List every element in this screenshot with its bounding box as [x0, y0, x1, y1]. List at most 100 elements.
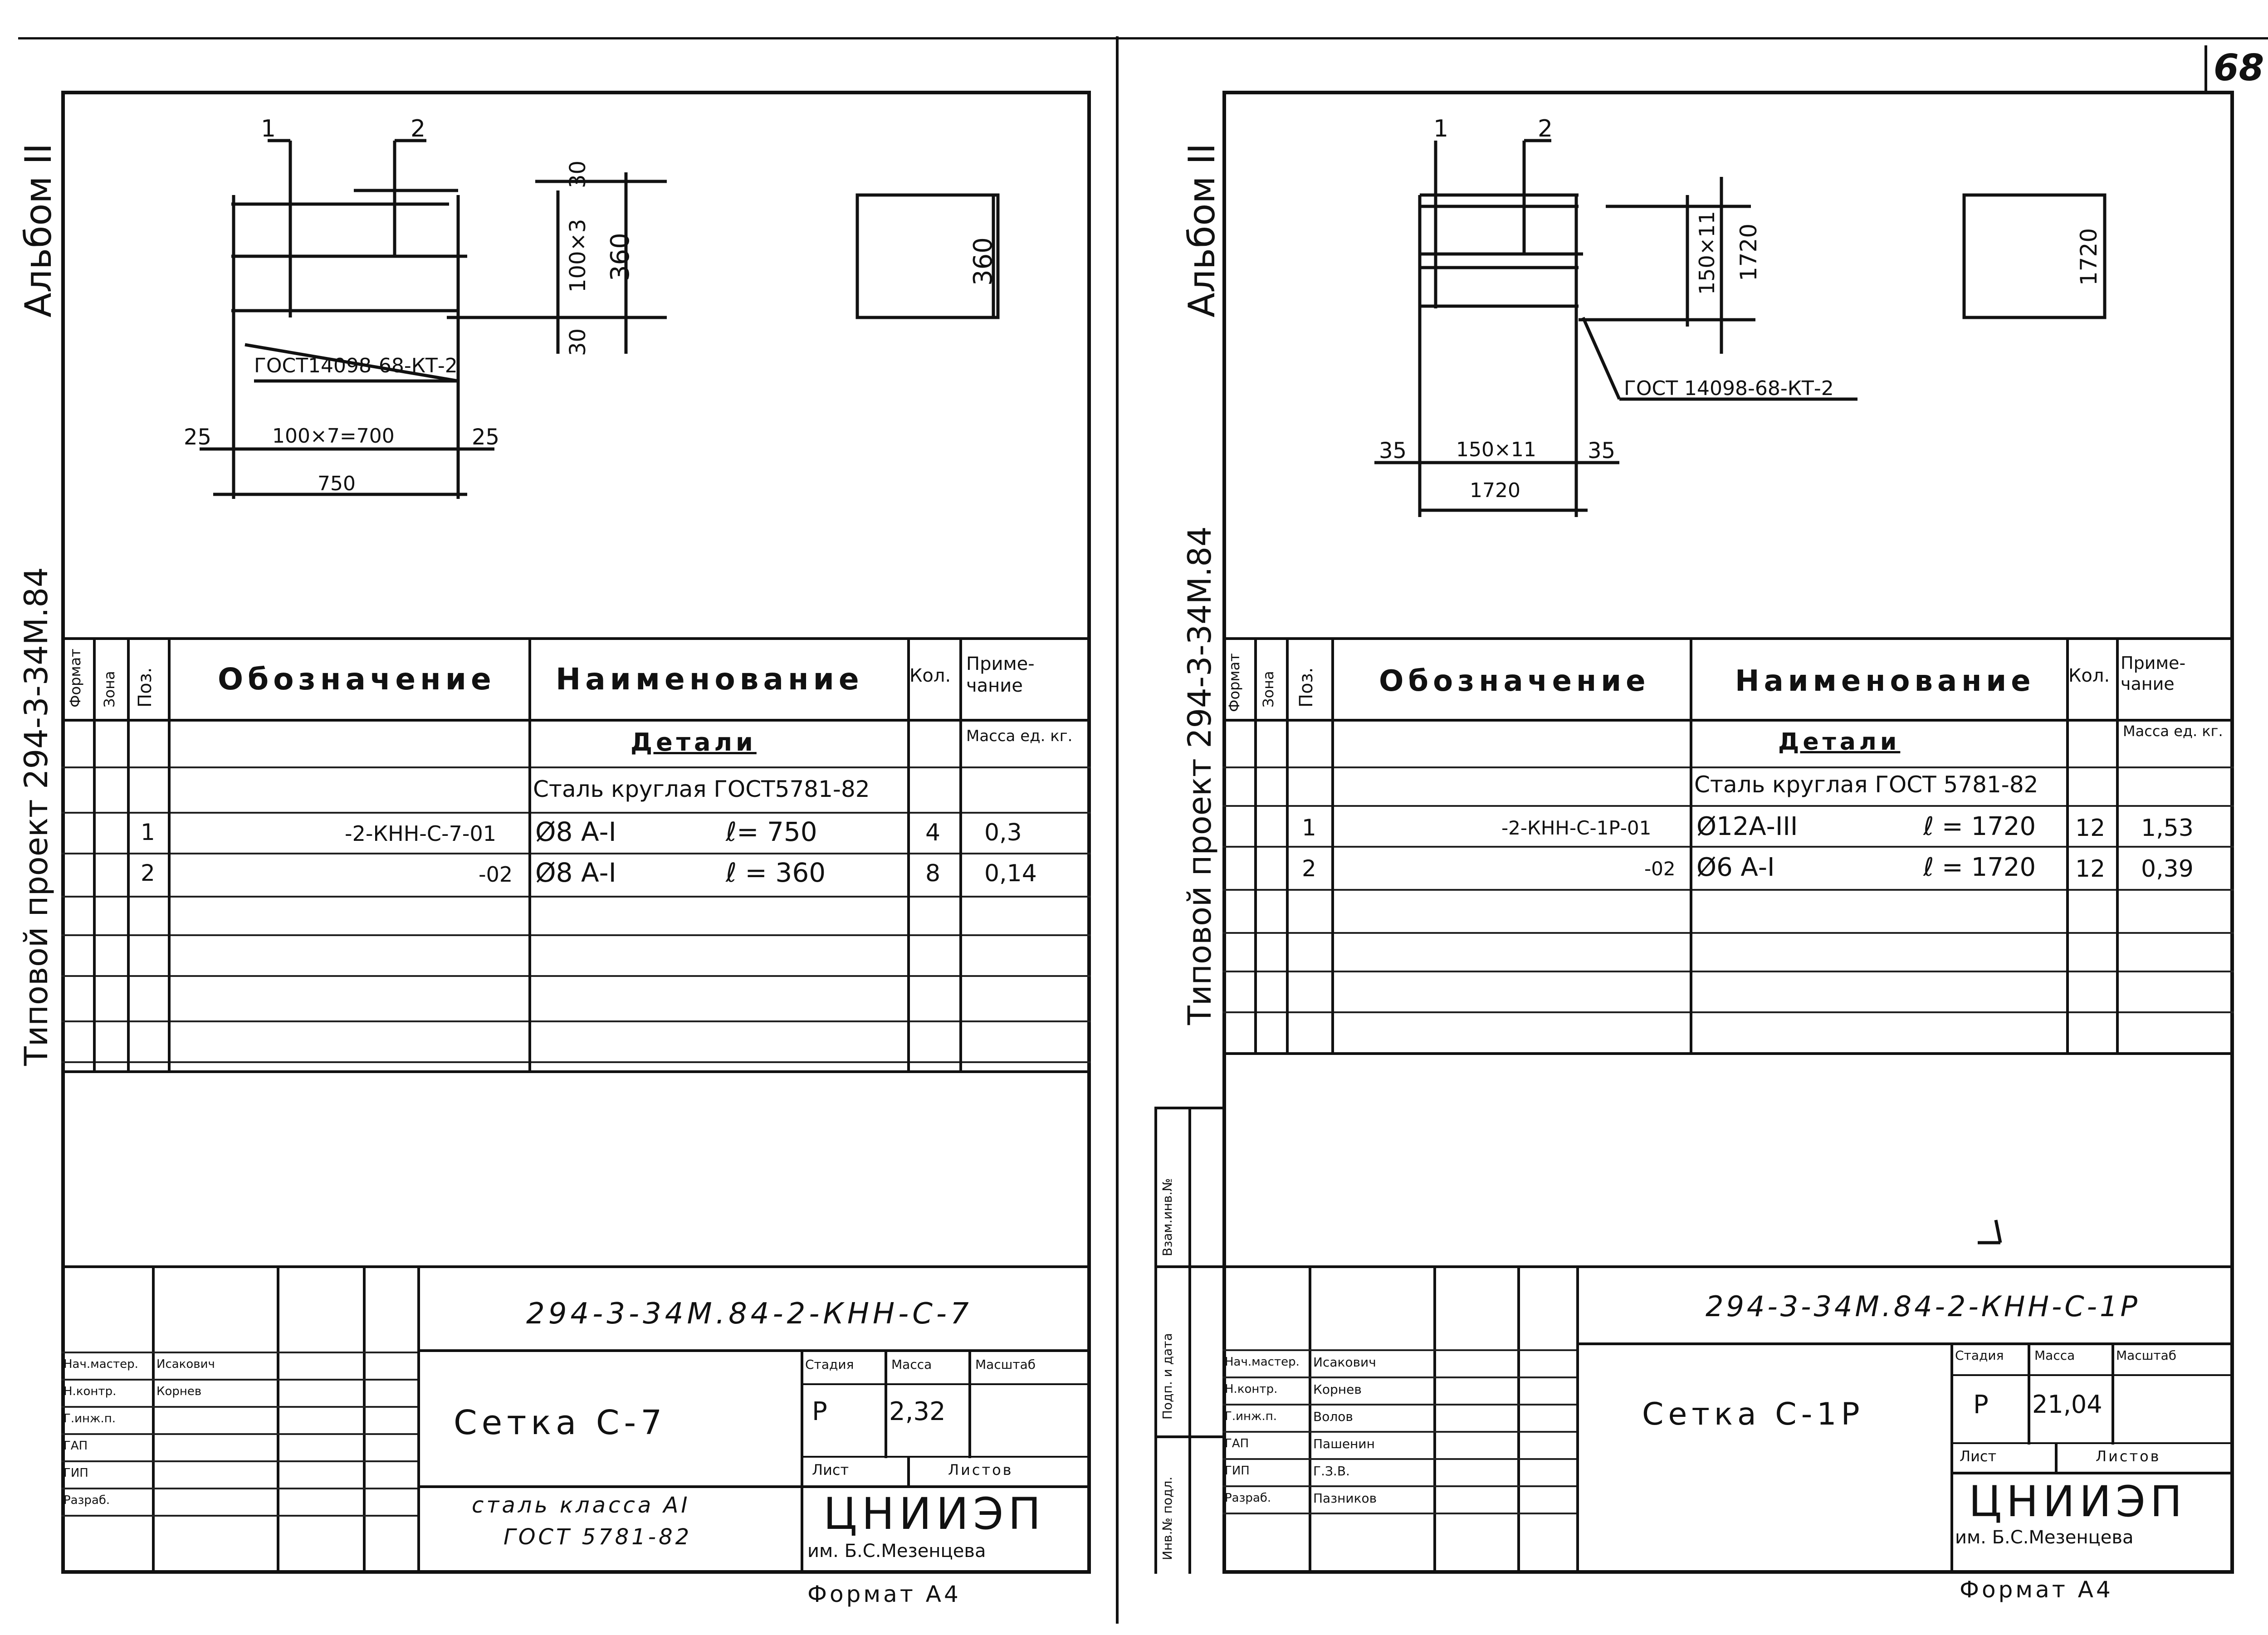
right-mass-label-tb: Масса: [2034, 1348, 2075, 1363]
left-dim-right25: 25: [472, 425, 500, 450]
left-section-title: Детали: [631, 728, 757, 756]
left-row2-designation: -02: [479, 862, 513, 887]
top-rule: [18, 37, 2268, 39]
right-dim-right35: 35: [1588, 438, 1616, 464]
right-row2-length: ℓ = 1720: [1923, 853, 2036, 882]
right-th-note: Приме-чание: [2121, 653, 2186, 694]
right-row2-qty: 12: [2075, 855, 2106, 883]
left-mass: 2,32: [889, 1397, 946, 1426]
left-role-0: Нач.мастер.: [64, 1357, 138, 1371]
right-dim-span: 150×11: [1456, 438, 1536, 461]
right-row1-name: Ø12А-III: [1696, 812, 1798, 841]
left-dim-pos1: 1: [261, 115, 276, 142]
left-dim-left25: 25: [184, 425, 212, 450]
left-row1-note: 0,3: [984, 819, 1022, 846]
left-doc-code: 294-3-34М.84-2-КНН-С-7: [526, 1297, 973, 1331]
right-dim-pos1: 1: [1433, 115, 1449, 142]
right-th-designation: Обозначение: [1379, 664, 1650, 698]
page-number-bar: [2204, 45, 2207, 91]
right-dim-total: 1720: [1470, 479, 1520, 502]
right-sheet-label: Лист: [1960, 1448, 1997, 1465]
left-role-5: Разраб.: [64, 1493, 110, 1507]
left-role-2: Г.инж.п.: [64, 1412, 116, 1425]
left-row2-qty: 8: [925, 860, 941, 887]
right-th-qty: Кол.: [2068, 665, 2110, 686]
right-mass-label: Масса ед. кг.: [2123, 722, 2223, 740]
left-th-name: Наименование: [556, 662, 864, 697]
right-th-format: Формат: [1226, 653, 1243, 712]
left-th-designation: Обозначение: [218, 662, 496, 697]
right-side-label-1: Подп. и дата: [1160, 1333, 1175, 1420]
left-material-line2: ГОСТ 5781-82: [503, 1524, 692, 1550]
right-th-pos: Поз.: [1296, 667, 1317, 708]
right-org1: ЦНИИЭП: [1969, 1477, 2187, 1527]
left-th-note: Приме-чание: [966, 654, 1035, 696]
left-row2-pos: 2: [141, 860, 155, 886]
right-format-label: Формат А4: [1960, 1576, 2113, 1603]
left-format-label: Формат А4: [807, 1581, 961, 1607]
left-name-0: Исакович: [156, 1357, 215, 1371]
right-dim-side1720: 1720: [2076, 228, 2102, 286]
right-dim-left35: 35: [1379, 438, 1407, 464]
right-frame: [1222, 91, 2234, 1574]
right-stage-label: Стадия: [1955, 1348, 2004, 1363]
right-section-title: Детали: [1778, 728, 1901, 756]
right-row2-designation: -02: [1644, 858, 1676, 880]
right-doc-title: Сетка С-1Р: [1642, 1396, 1864, 1432]
right-th-name: Наименование: [1735, 664, 2035, 698]
right-role-2: Г.инж.п.: [1225, 1410, 1277, 1423]
left-dim-span: 100×7=700: [272, 425, 395, 448]
right-row1-note: 1,53: [2141, 815, 2194, 842]
left-row2-note: 0,14: [984, 860, 1037, 887]
right-name-3: Пашенин: [1313, 1436, 1375, 1451]
right-role-4: ГИП: [1225, 1464, 1250, 1478]
left-doc-title: Сетка С-7: [454, 1403, 667, 1442]
right-name-2: Волов: [1313, 1409, 1353, 1424]
right-row1-designation: -2-КНН-С-1Р-01: [1501, 817, 1652, 839]
right-name-4: Г.З.В.: [1313, 1464, 1350, 1479]
right-name-5: Пазников: [1313, 1491, 1377, 1506]
right-role-0: Нач.мастер.: [1225, 1355, 1300, 1369]
left-row2-name: Ø8 А-I: [535, 857, 616, 888]
right-row2-name: Ø6 А-I: [1696, 853, 1775, 882]
left-org1: ЦНИИЭП: [823, 1489, 1046, 1539]
right-doc-code: 294-3-34М.84-2-КНН-С-1Р: [1706, 1290, 2140, 1323]
right-row2-note: 0,39: [2141, 855, 2194, 883]
right-material: Сталь круглая ГОСТ 5781-82: [1694, 771, 2038, 798]
right-name-1: Корнев: [1313, 1382, 1362, 1397]
left-org2: им. Б.С.Мезенцева: [807, 1541, 986, 1562]
right-dim-h1720: 1720: [1735, 223, 1762, 281]
right-dim-mid: 150×11: [1695, 211, 1719, 295]
left-sheets-label: Листов: [948, 1461, 1013, 1479]
right-mass: 21,04: [2032, 1390, 2102, 1419]
left-row1-qty: 4: [925, 819, 941, 846]
right-org2: им. Б.С.Мезенцева: [1955, 1527, 2134, 1548]
left-scale-label: Масштаб: [975, 1357, 1036, 1372]
sheet-divider: [1116, 36, 1119, 1624]
right-scale-label: Масштаб: [2116, 1348, 2177, 1363]
right-row1-qty: 12: [2075, 815, 2106, 842]
right-dim-pos2: 2: [1538, 115, 1553, 142]
left-dim-total: 750: [318, 472, 356, 495]
left-row1-name: Ø8 А-I: [535, 816, 616, 847]
left-mass-label-tb: Масса: [891, 1357, 932, 1372]
left-stage: Р: [812, 1397, 827, 1426]
left-sheet-label: Лист: [812, 1461, 849, 1479]
right-sheets-label: Листов: [2096, 1448, 2161, 1465]
right-side-label-0: Взам.инв.№: [1160, 1178, 1175, 1256]
left-row2-length: ℓ = 360: [726, 857, 826, 888]
left-mass-label: Масса ед. кг.: [966, 727, 1073, 745]
left-side-view: [855, 193, 1000, 319]
right-role-5: Разраб.: [1225, 1491, 1271, 1505]
right-row2-pos: 2: [1302, 855, 1316, 882]
left-row1-designation: -2-КНН-С-7-01: [345, 821, 497, 846]
right-th-zone: Зона: [1260, 671, 1277, 708]
left-role-1: Н.контр.: [64, 1385, 117, 1398]
left-material-line1: сталь класса АI: [472, 1493, 690, 1518]
right-role-1: Н.контр.: [1225, 1382, 1278, 1396]
left-dim-pos2: 2: [411, 115, 426, 142]
right-side-label-2: Инв.№ подл.: [1160, 1476, 1175, 1560]
right-row1-length: ℓ = 1720: [1923, 812, 2036, 841]
